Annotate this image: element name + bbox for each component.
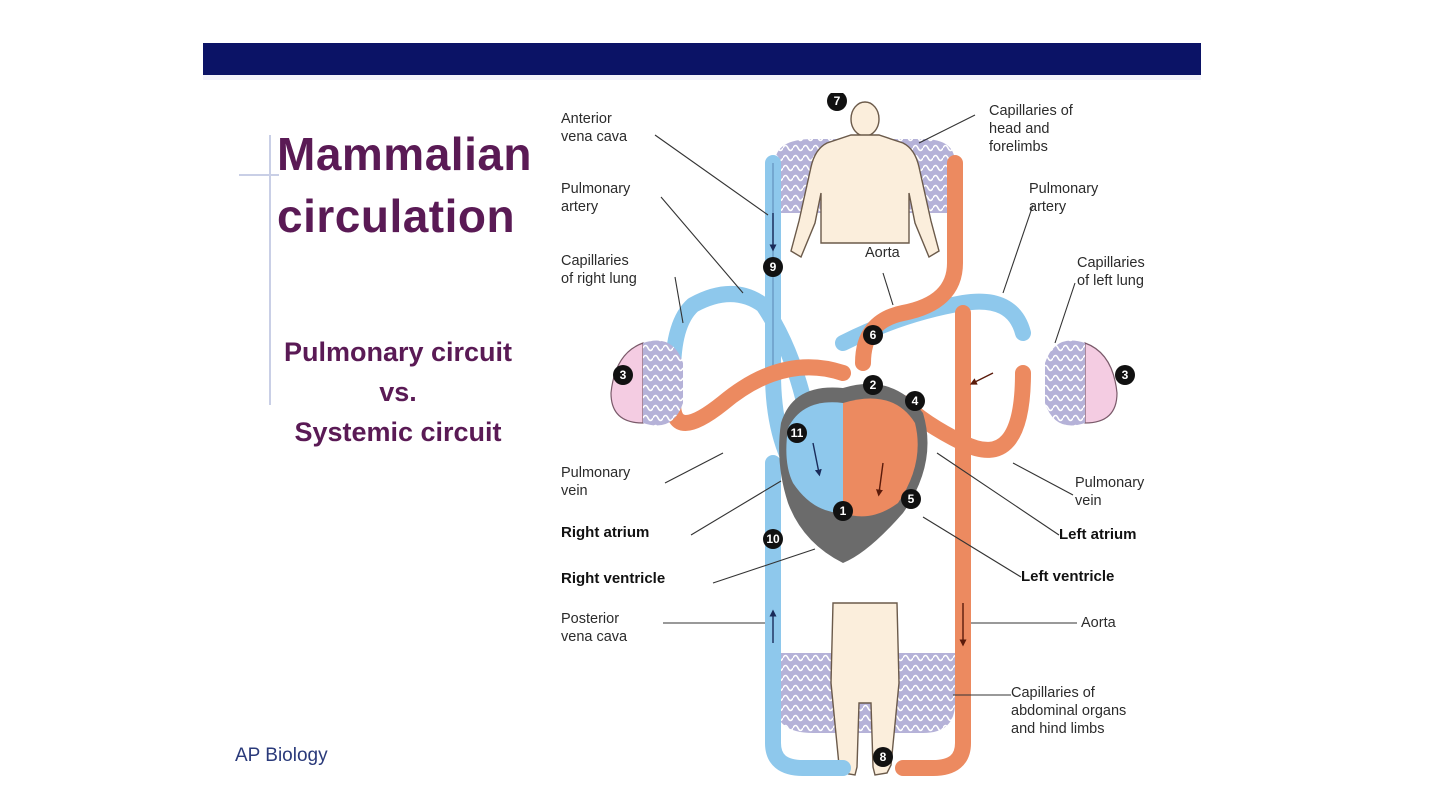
step-marker-4: 4 <box>912 394 919 408</box>
step-marker-10: 10 <box>766 532 780 546</box>
title-banner <box>203 43 1201 75</box>
step-marker-8: 8 <box>880 750 887 764</box>
step-marker-7: 7 <box>834 94 841 108</box>
step-marker-3-right: 3 <box>620 368 627 382</box>
label-capillaries-abdominal-1: Capillaries of <box>1011 685 1096 701</box>
label-capillaries-abdominal-2: abdominal organs <box>1011 703 1126 719</box>
label-aorta-bottom: Aorta <box>1081 615 1117 631</box>
upper-body-figure <box>790 101 940 259</box>
label-pulmonary-artery-right-1: Pulmonary <box>1029 181 1099 197</box>
slide-title-line2: circulation <box>277 190 516 242</box>
label-capillaries-left-lung-2: of left lung <box>1077 273 1144 289</box>
step-marker-5: 5 <box>908 492 915 506</box>
subtitle-line3: Systemic circuit <box>294 417 502 447</box>
step-marker-3-left: 3 <box>1122 368 1129 382</box>
step-marker-2: 2 <box>870 378 877 392</box>
subtitle-line1: Pulmonary circuit <box>283 337 513 367</box>
label-pulmonary-vein-right-1: Pulmonary <box>1075 475 1145 491</box>
step-markers: 1 2 3 3 4 5 6 7 8 9 10 11 <box>613 93 1135 767</box>
label-right-atrium: Right atrium <box>561 524 649 541</box>
label-capillaries-head-3: forelimbs <box>989 139 1048 155</box>
label-capillaries-head-1: Capillaries of <box>989 103 1074 119</box>
label-pulmonary-artery-right-2: artery <box>1029 199 1067 215</box>
label-left-atrium: Left atrium <box>1059 526 1137 543</box>
decorative-horizontal-rule <box>239 174 279 176</box>
label-left-ventricle: Left ventricle <box>1021 568 1114 585</box>
label-pulmonary-vein-left-2: vein <box>561 483 588 499</box>
label-right-ventricle: Right ventricle <box>561 570 665 587</box>
deoxygenated-vessels <box>665 155 1031 776</box>
left-lung <box>1045 340 1118 426</box>
label-pulmonary-artery-left-2: artery <box>561 199 599 215</box>
footer-text: AP Biology <box>235 745 328 766</box>
label-capillaries-abdominal-3: and hind limbs <box>1011 721 1105 737</box>
label-pulmonary-vein-left-1: Pulmonary <box>561 465 631 481</box>
label-pulmonary-vein-right-2: vein <box>1075 493 1102 509</box>
label-capillaries-left-lung-1: Capillaries <box>1077 255 1145 271</box>
slide-title-line1: Mammalian <box>277 128 533 180</box>
label-posterior-vena-cava-2: vena cava <box>561 629 628 645</box>
diagram-labels: Anterior vena cava Capillaries of head a… <box>561 103 1145 737</box>
leader-lines <box>654 114 1077 696</box>
slide: Mammalian circulation Pulmonary circuit … <box>203 43 1201 788</box>
subtitle-line2: vs. <box>379 377 417 407</box>
banner-rule <box>203 75 1201 80</box>
label-capillaries-right-lung-2: of right lung <box>561 271 637 287</box>
label-pulmonary-artery-left-1: Pulmonary <box>561 181 631 197</box>
label-aorta-top: Aorta <box>865 245 901 261</box>
step-marker-6: 6 <box>870 328 877 342</box>
label-anterior-vena-cava-2: vena cava <box>561 129 628 145</box>
label-posterior-vena-cava-1: Posterior <box>561 611 619 627</box>
label-anterior-vena-cava-1: Anterior <box>561 111 612 127</box>
step-marker-9: 9 <box>770 260 777 274</box>
decorative-vertical-rule <box>269 135 271 405</box>
circulation-diagram: 1 2 3 3 4 5 6 7 8 9 10 11 <box>561 93 1145 776</box>
label-capillaries-head-2: head and <box>989 121 1049 137</box>
step-marker-11: 11 <box>791 426 804 440</box>
step-marker-1: 1 <box>840 504 847 518</box>
label-capillaries-right-lung-1: Capillaries <box>561 253 629 269</box>
heart <box>779 383 928 563</box>
